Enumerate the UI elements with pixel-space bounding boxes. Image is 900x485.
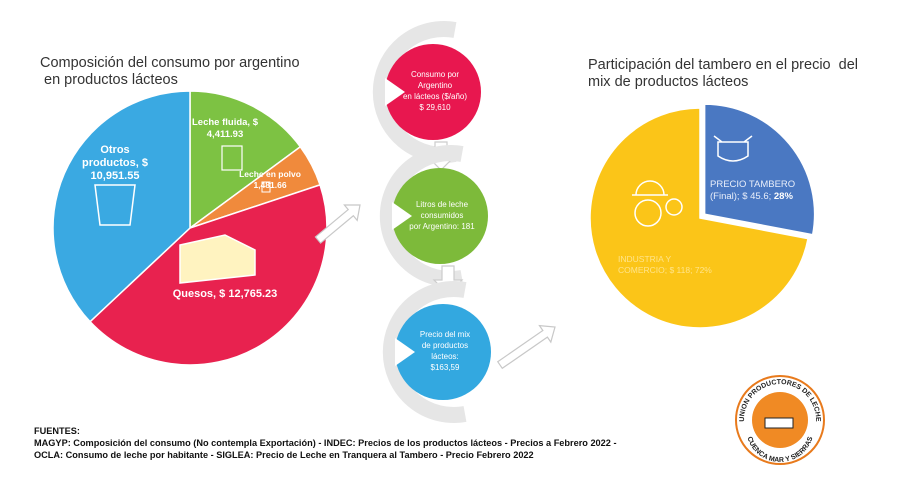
left-chart-title: Composición del consumo por argentino en… xyxy=(40,55,300,89)
flow-step-circle xyxy=(392,168,488,264)
arrow-right-icon xyxy=(314,204,361,244)
sources-heading: FUENTES: xyxy=(34,426,80,436)
title-line: mix de productos lácteos xyxy=(588,74,749,90)
tambero-pie-slice-industria-y-comercio xyxy=(589,107,809,329)
right-chart-title: Participación del tambero en el precio d… xyxy=(588,57,858,91)
consumption-pie-slice-otros-productos xyxy=(52,90,191,323)
flow-arc xyxy=(379,145,464,287)
flow-pointer xyxy=(385,78,405,106)
flow-pointer xyxy=(392,202,412,230)
flow-pointer xyxy=(395,338,415,366)
flow-step-circle xyxy=(385,44,481,140)
label-leche-fluida: Leche fluida, $4,411.93 xyxy=(192,117,259,140)
flow-arc xyxy=(382,281,467,423)
gear-icon xyxy=(634,199,662,227)
cheese-icon xyxy=(179,234,256,284)
title-line: Participación del tambero en el precio d… xyxy=(588,57,859,73)
label-precio-tambero-value: (Final); $ 45.6; 28% xyxy=(710,191,793,202)
flow-step-circle xyxy=(395,304,491,400)
hardhat-icon xyxy=(632,180,668,196)
consumption-pie-slice-leche-fluida xyxy=(189,90,302,230)
sources-line: OCLA: Consumo de leche por habitante - S… xyxy=(34,450,534,460)
arrow-right-icon xyxy=(496,324,556,370)
tambero-pie-slice-precio-tambero xyxy=(703,103,816,236)
label-quesos: Quesos, $ 12,765.23 xyxy=(173,288,278,300)
label-precio-tambero: PRECIO TAMBERO xyxy=(710,179,795,190)
yogurt-icon xyxy=(94,184,136,226)
title-line: Composición del consumo por argentino xyxy=(40,55,300,71)
sources-line: MAGYP: Composición del consumo (No conte… xyxy=(34,438,617,448)
powder-milk-icon xyxy=(261,181,271,193)
cow-icon xyxy=(713,135,753,162)
gear-icon xyxy=(665,198,683,216)
milk-carton-icon xyxy=(221,145,243,171)
title-line: en productos lácteos xyxy=(40,72,178,88)
